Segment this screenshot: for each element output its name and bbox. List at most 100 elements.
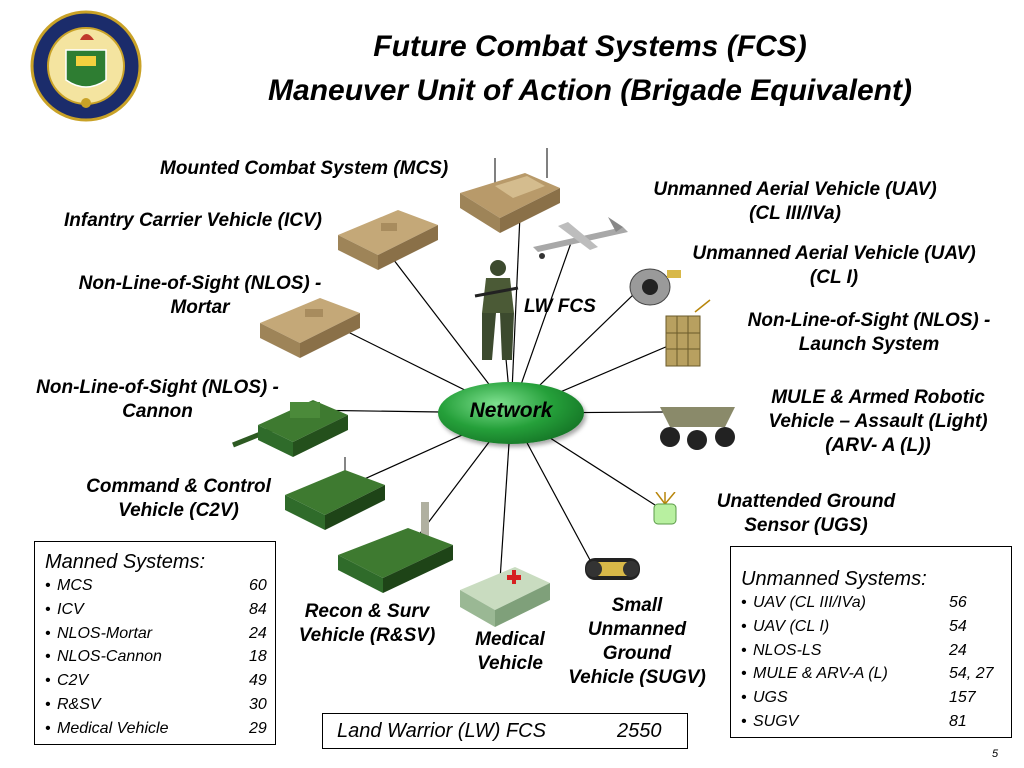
label-nlos-cannon-line-1: Non-Line-of-Sight (NLOS) - [36,377,279,398]
label-medical-line-1: Medical [475,629,545,650]
bullet-icon: • [45,719,51,737]
land-warrior-label: Land Warrior (LW) FCS [337,720,546,742]
label-mule: MULE & Armed Robotic Vehicle – Assault (… [745,386,1011,458]
network-hub: Network [438,382,584,444]
page-number: 5 [992,748,999,760]
system-count: 56 [949,594,967,611]
system-name: MULE & ARV-A (L) [753,665,888,683]
slide-title-line-2: Maneuver Unit of Action (Brigade Equival… [268,74,912,107]
bullet-icon: • [741,689,747,707]
slide-title-line-1: Future Combat Systems (FCS) [373,30,807,63]
system-count: 81 [949,712,967,730]
bullet-icon: • [45,672,51,690]
label-nlos-ls-line-2: Launch System [798,334,940,355]
label-rsv-line-2: Vehicle (R&SV) [298,625,436,646]
label-uav-cl1-line-1: Unmanned Aerial Vehicle (UAV) [692,243,976,264]
system-row: •MULE & ARV-A (L)54, 27 [741,662,1011,686]
system-name: R&SV [57,695,101,713]
label-rsv: Recon & Surv Vehicle (R&SV) [286,600,448,648]
system-count: 30 [249,695,267,713]
label-mule-line-1: MULE & Armed Robotic [771,387,985,408]
system-row: • SUGV 81 [741,710,1011,734]
label-sugv: Small Unmanned Ground Vehicle (SUGV) [554,594,720,690]
label-uav-cl1: Unmanned Aerial Vehicle (UAV) (CL I) [664,242,1004,290]
label-nlos-ls: Non-Line-of-Sight (NLOS) - Launch System [722,309,1016,357]
system-name: UAV (CL I) [753,617,830,635]
label-uav-cl3-line-1: Unmanned Aerial Vehicle (UAV) [653,179,937,200]
label-ugs-line-1: Unattended Ground [716,491,896,512]
system-name: Medical Vehicle [57,719,169,737]
land-warrior-count: 2550 [617,720,662,742]
system-name: SUGV [753,712,799,730]
bullet-icon: • [45,648,51,666]
uav-cl1-icon [629,268,681,306]
bullet-icon: • [741,641,747,659]
nlos-mortar-vehicle-icon [260,298,360,358]
label-nlos-mortar-line-2: Mortar [170,297,230,318]
system-count: 29 [249,719,267,737]
system-row: • NLOS-LS 24 [741,639,1011,663]
system-name: UGS [753,689,788,707]
bullet-icon: • [45,695,51,713]
bullet-icon: • [741,712,747,730]
label-nlos-ls-line-1: Non-Line-of-Sight (NLOS) - [747,310,991,331]
system-count: 49 [249,672,267,690]
system-name: NLOS-Cannon [57,648,162,666]
bullet-icon: • [45,624,51,642]
system-name: NLOS-LS [753,641,822,659]
mule-robotic-vehicle-icon [660,407,735,450]
system-row: • UGS 157 [741,686,1011,710]
label-lw-fcs: LW FCS [524,296,596,317]
system-count: 24 [949,641,967,659]
ugs-sensor-icon [653,492,677,525]
bullet-icon: • [45,600,51,618]
system-row: •UAV (CL I)54 [741,615,1011,639]
label-uav-cl1-line-2: (CL I) [809,267,859,288]
sugv-robot-icon [585,558,640,580]
unmanned-systems-heading: Unmanned Systems: [741,568,927,590]
system-count: 60 [249,577,267,594]
system-count: 157 [949,689,976,707]
label-medical-line-2: Vehicle [477,653,543,674]
system-name: UAV (CL III/IVa) [753,594,866,611]
rsv-vehicle-icon [338,502,453,593]
label-sugv-line-2: Unmanned [587,619,687,640]
label-nlos-cannon-line-2: Cannon [122,401,193,422]
label-ugs-line-2: Sensor (UGS) [744,515,868,536]
label-nlos-cannon: Non-Line-of-Sight (NLOS) - Cannon [10,376,305,424]
link-mcs [510,214,521,414]
system-name: MCS [57,577,93,594]
system-count: 18 [249,648,267,666]
network-hub-label: Network [469,399,553,422]
label-sugv-line-3: Ground [602,643,672,664]
bullet-icon: • [741,617,747,635]
unmanned-systems-box: Unmanned Systems: • UAV (CL III/IVa) 56 • UA… [730,546,1012,738]
manned-systems-heading: Manned Systems: [45,551,206,573]
label-mcs: Mounted Combat System (MCS) [160,158,449,179]
icv-vehicle-icon [338,210,438,270]
system-row: • NLOS-Cannon 18 [45,645,275,669]
label-uav-cl3: Unmanned Aerial Vehicle (UAV) (CL III/IV… [625,178,965,226]
label-mule-line-2: Vehicle – Assault (Light) [768,411,988,432]
label-icv: Infantry Carrier Vehicle (ICV) [64,210,322,231]
system-count: 84 [249,600,267,618]
label-c2v: Command & Control Vehicle (C2V) [66,475,291,523]
label-nlos-mortar-line-1: Non-Line-of-Sight (NLOS) - [78,273,322,294]
system-count: 54, 27 [949,665,994,683]
label-sugv-line-4: Vehicle (SUGV) [568,667,706,688]
system-row: • Medical Vehicle 29 [45,717,275,741]
label-c2v-line-1: Command & Control [86,476,271,497]
mcs-tank-icon [460,148,560,233]
land-warrior-box: Land Warrior (LW) FCS 2550 [322,713,688,749]
medical-vehicle-icon [460,567,550,627]
label-medical: Medical Vehicle [462,628,558,676]
label-c2v-line-2: Vehicle (C2V) [118,500,239,521]
nlos-cannon-vehicle-icon [232,400,348,457]
label-uav-cl3-line-2: (CL III/IVa) [749,203,841,224]
c2v-vehicle-icon [285,457,385,530]
label-rsv-line-1: Recon & Surv [304,601,430,622]
